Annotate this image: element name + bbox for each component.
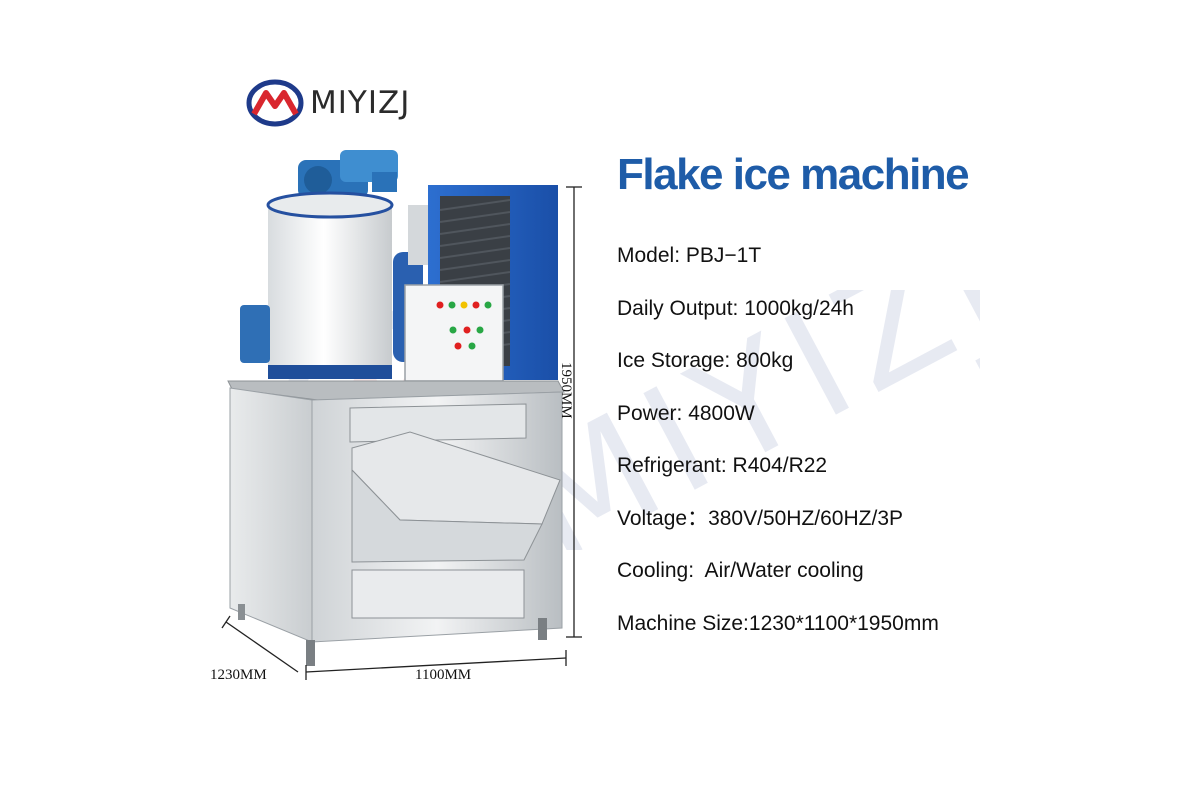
- spec-ice-storage: Ice Storage: 800kg: [617, 349, 794, 372]
- ice-drum: [266, 191, 394, 379]
- brand-logo: MIYIZJ: [246, 78, 476, 128]
- dimension-lines: [221, 186, 582, 680]
- spec-daily-output: Daily Output: 1000kg/24h: [617, 296, 854, 320]
- motor: [298, 150, 398, 198]
- dimension-width-label: 1100MM: [415, 667, 472, 683]
- spec-machine-size: Machine Size:1230*1100*1950mm: [617, 611, 939, 635]
- machine-illustration: [221, 150, 582, 680]
- spec-power: Power: 4800W: [617, 401, 755, 425]
- spec-refrigerant: Refrigerant: R404/R22: [617, 454, 828, 477]
- pump: [240, 305, 270, 363]
- bin-drawer: [351, 569, 525, 619]
- dimension-depth-label: 1230MM: [210, 667, 267, 683]
- bin-side-panel: [229, 387, 313, 643]
- spec-model: Model: PBJ−1T: [617, 244, 762, 267]
- brand-name: MIYIZJ: [310, 85, 411, 121]
- spec-cooling: Cooling: Air/Water cooling: [617, 559, 864, 582]
- brand-logo-icon: [246, 79, 304, 127]
- dimension-height-label: 1950MM: [558, 362, 574, 419]
- control-box: [404, 284, 504, 382]
- product-title: Flake ice machine: [617, 150, 970, 199]
- spec-list: Model: PBJ−1T Daily Output: 1000kg/24h I…: [617, 240, 939, 660]
- spec-voltage: Voltage：380V/50HZ/60HZ/3P: [617, 506, 904, 530]
